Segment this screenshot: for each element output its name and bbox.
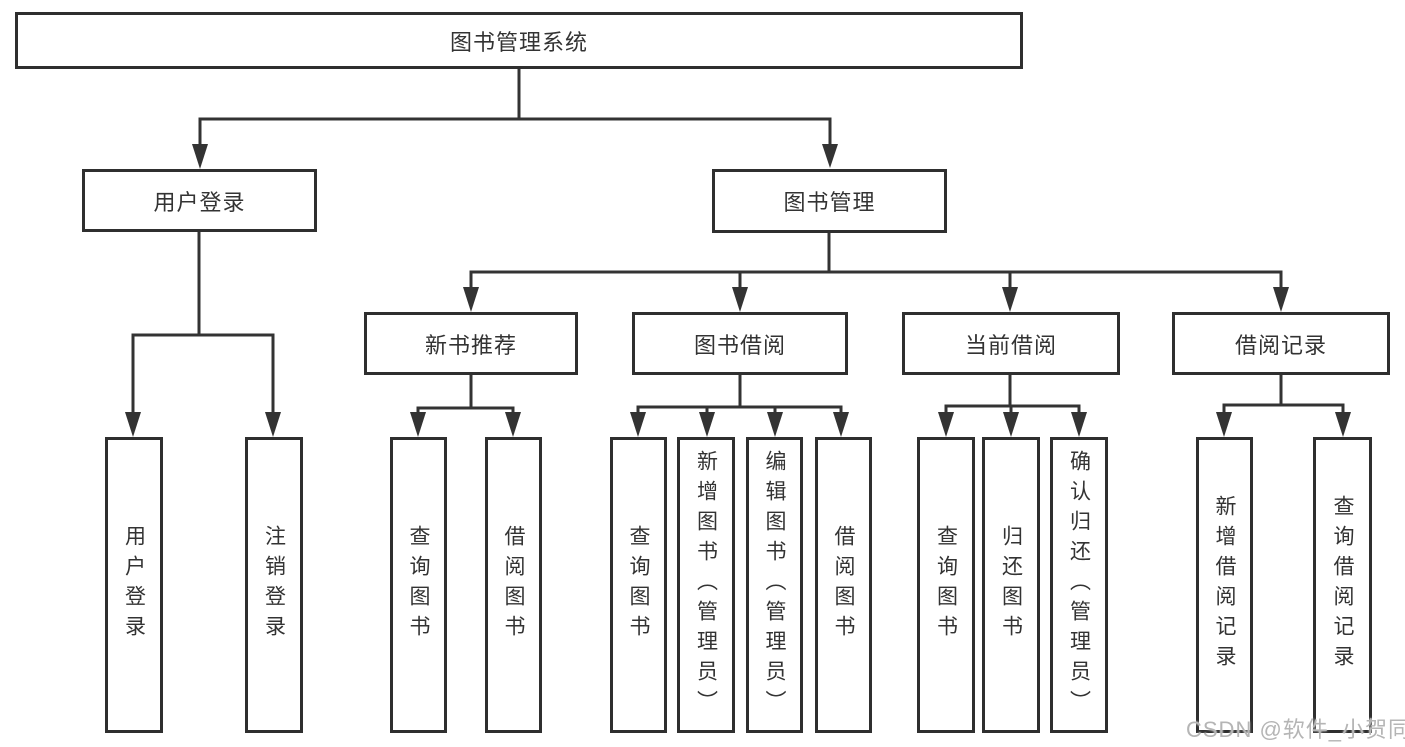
connector-book-management-branch <box>469 233 1283 289</box>
node-user-login-branch: 用户登录 <box>82 169 317 232</box>
csdn-watermark: CSDN @软件_小贺同学 <box>1186 717 1405 742</box>
connector-root-to-level2 <box>198 69 832 146</box>
leaf-user-login: 用户登录 <box>105 437 163 733</box>
connector-current-borrow <box>944 375 1081 415</box>
node-borrow-records: 借阅记录 <box>1172 312 1390 375</box>
leaf-edit-book-admin: 编辑图书（管理员） <box>746 437 803 733</box>
connector-user-login-branch <box>131 232 275 414</box>
leaf-logout: 注销登录 <box>245 437 303 733</box>
connector-book-borrow <box>636 375 843 415</box>
node-current-borrow: 当前借阅 <box>902 312 1120 375</box>
leaf-borrow-books-recommend: 借阅图书 <box>485 437 542 733</box>
leaf-query-books-borrow: 查询图书 <box>610 437 667 733</box>
leaf-add-borrow-record: 新增借阅记录 <box>1196 437 1253 733</box>
leaf-borrow-books: 借阅图书 <box>815 437 872 733</box>
leaf-query-borrow-record: 查询借阅记录 <box>1313 437 1372 733</box>
connector-borrow-records <box>1222 375 1345 415</box>
leaf-return-book: 归还图书 <box>982 437 1040 733</box>
leaf-add-book-admin: 新增图书（管理员） <box>677 437 735 733</box>
arrowheads <box>125 144 1351 437</box>
leaf-query-books-current: 查询图书 <box>917 437 975 733</box>
node-root: 图书管理系统 <box>15 12 1023 69</box>
leaf-query-books-recommend: 查询图书 <box>390 437 447 733</box>
node-new-book-recommend: 新书推荐 <box>364 312 578 375</box>
node-book-borrow: 图书借阅 <box>632 312 848 375</box>
connector-new-book-recommend <box>416 375 515 415</box>
leaf-confirm-return-admin: 确认归还（管理员） <box>1050 437 1108 733</box>
node-book-management-branch: 图书管理 <box>712 169 947 233</box>
